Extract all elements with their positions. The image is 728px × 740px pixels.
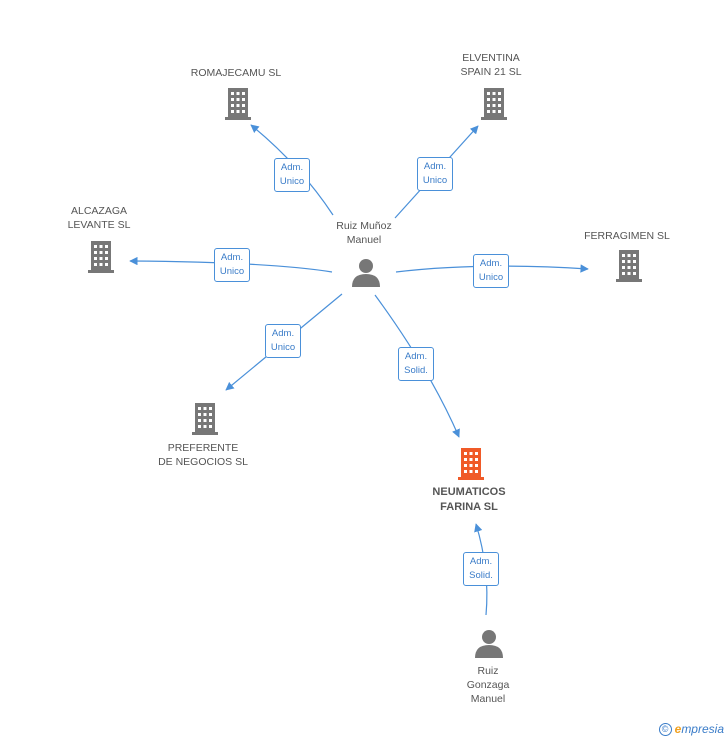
node-label-romajecamu[interactable]: ROMAJECAMU SL (190, 67, 282, 79)
node-label-preferente[interactable]: PREFERENTE DE NEGOCIOS SL (158, 442, 248, 468)
node-label-ruiz-munoz[interactable]: Ruiz Muñoz Manuel (336, 220, 392, 246)
edge-alcazaga (129, 256, 333, 273)
footer-brand[interactable]: © empresia (658, 722, 724, 736)
copyright-icon: © (658, 722, 672, 736)
node-label-alcazaga[interactable]: ALCAZAGA LEVANTE SL (67, 205, 131, 231)
building-icon-preferente[interactable] (189, 401, 221, 435)
person-icon-ruiz-gonzaga[interactable] (474, 628, 504, 658)
node-label-elventina[interactable]: ELVENTINA SPAIN 21 SL (460, 52, 522, 78)
person-icon-ruiz-munoz[interactable] (351, 257, 381, 287)
building-icon-romajecamu[interactable] (222, 86, 254, 120)
building-icon-alcazaga[interactable] (85, 239, 117, 273)
edge-badge-elventina: Adm. Unico (417, 157, 453, 191)
brand-logo: empresia (674, 722, 724, 736)
building-icon-neumaticos[interactable] (455, 446, 487, 480)
node-label-ferragimen[interactable]: FERRAGIMEN SL (584, 230, 670, 242)
edge-badge-preferente: Adm. Unico (265, 324, 301, 358)
edge-badge-romajecamu: Adm. Unico (274, 158, 310, 192)
building-icon-elventina[interactable] (478, 86, 510, 120)
edge-badge-gonzaga-neumaticos: Adm. Solid. (463, 552, 499, 586)
building-icon-ferragimen[interactable] (613, 248, 645, 282)
node-label-neumaticos[interactable]: NEUMATICOS FARINA SL (432, 486, 506, 513)
node-label-ruiz-gonzaga[interactable]: Ruiz Gonzaga Manuel (466, 665, 510, 705)
edge-badge-alcazaga: Adm. Unico (214, 248, 250, 282)
edge-badge-neumaticos: Adm. Solid. (398, 347, 434, 381)
edge-badge-ferragimen: Adm. Unico (473, 254, 509, 288)
